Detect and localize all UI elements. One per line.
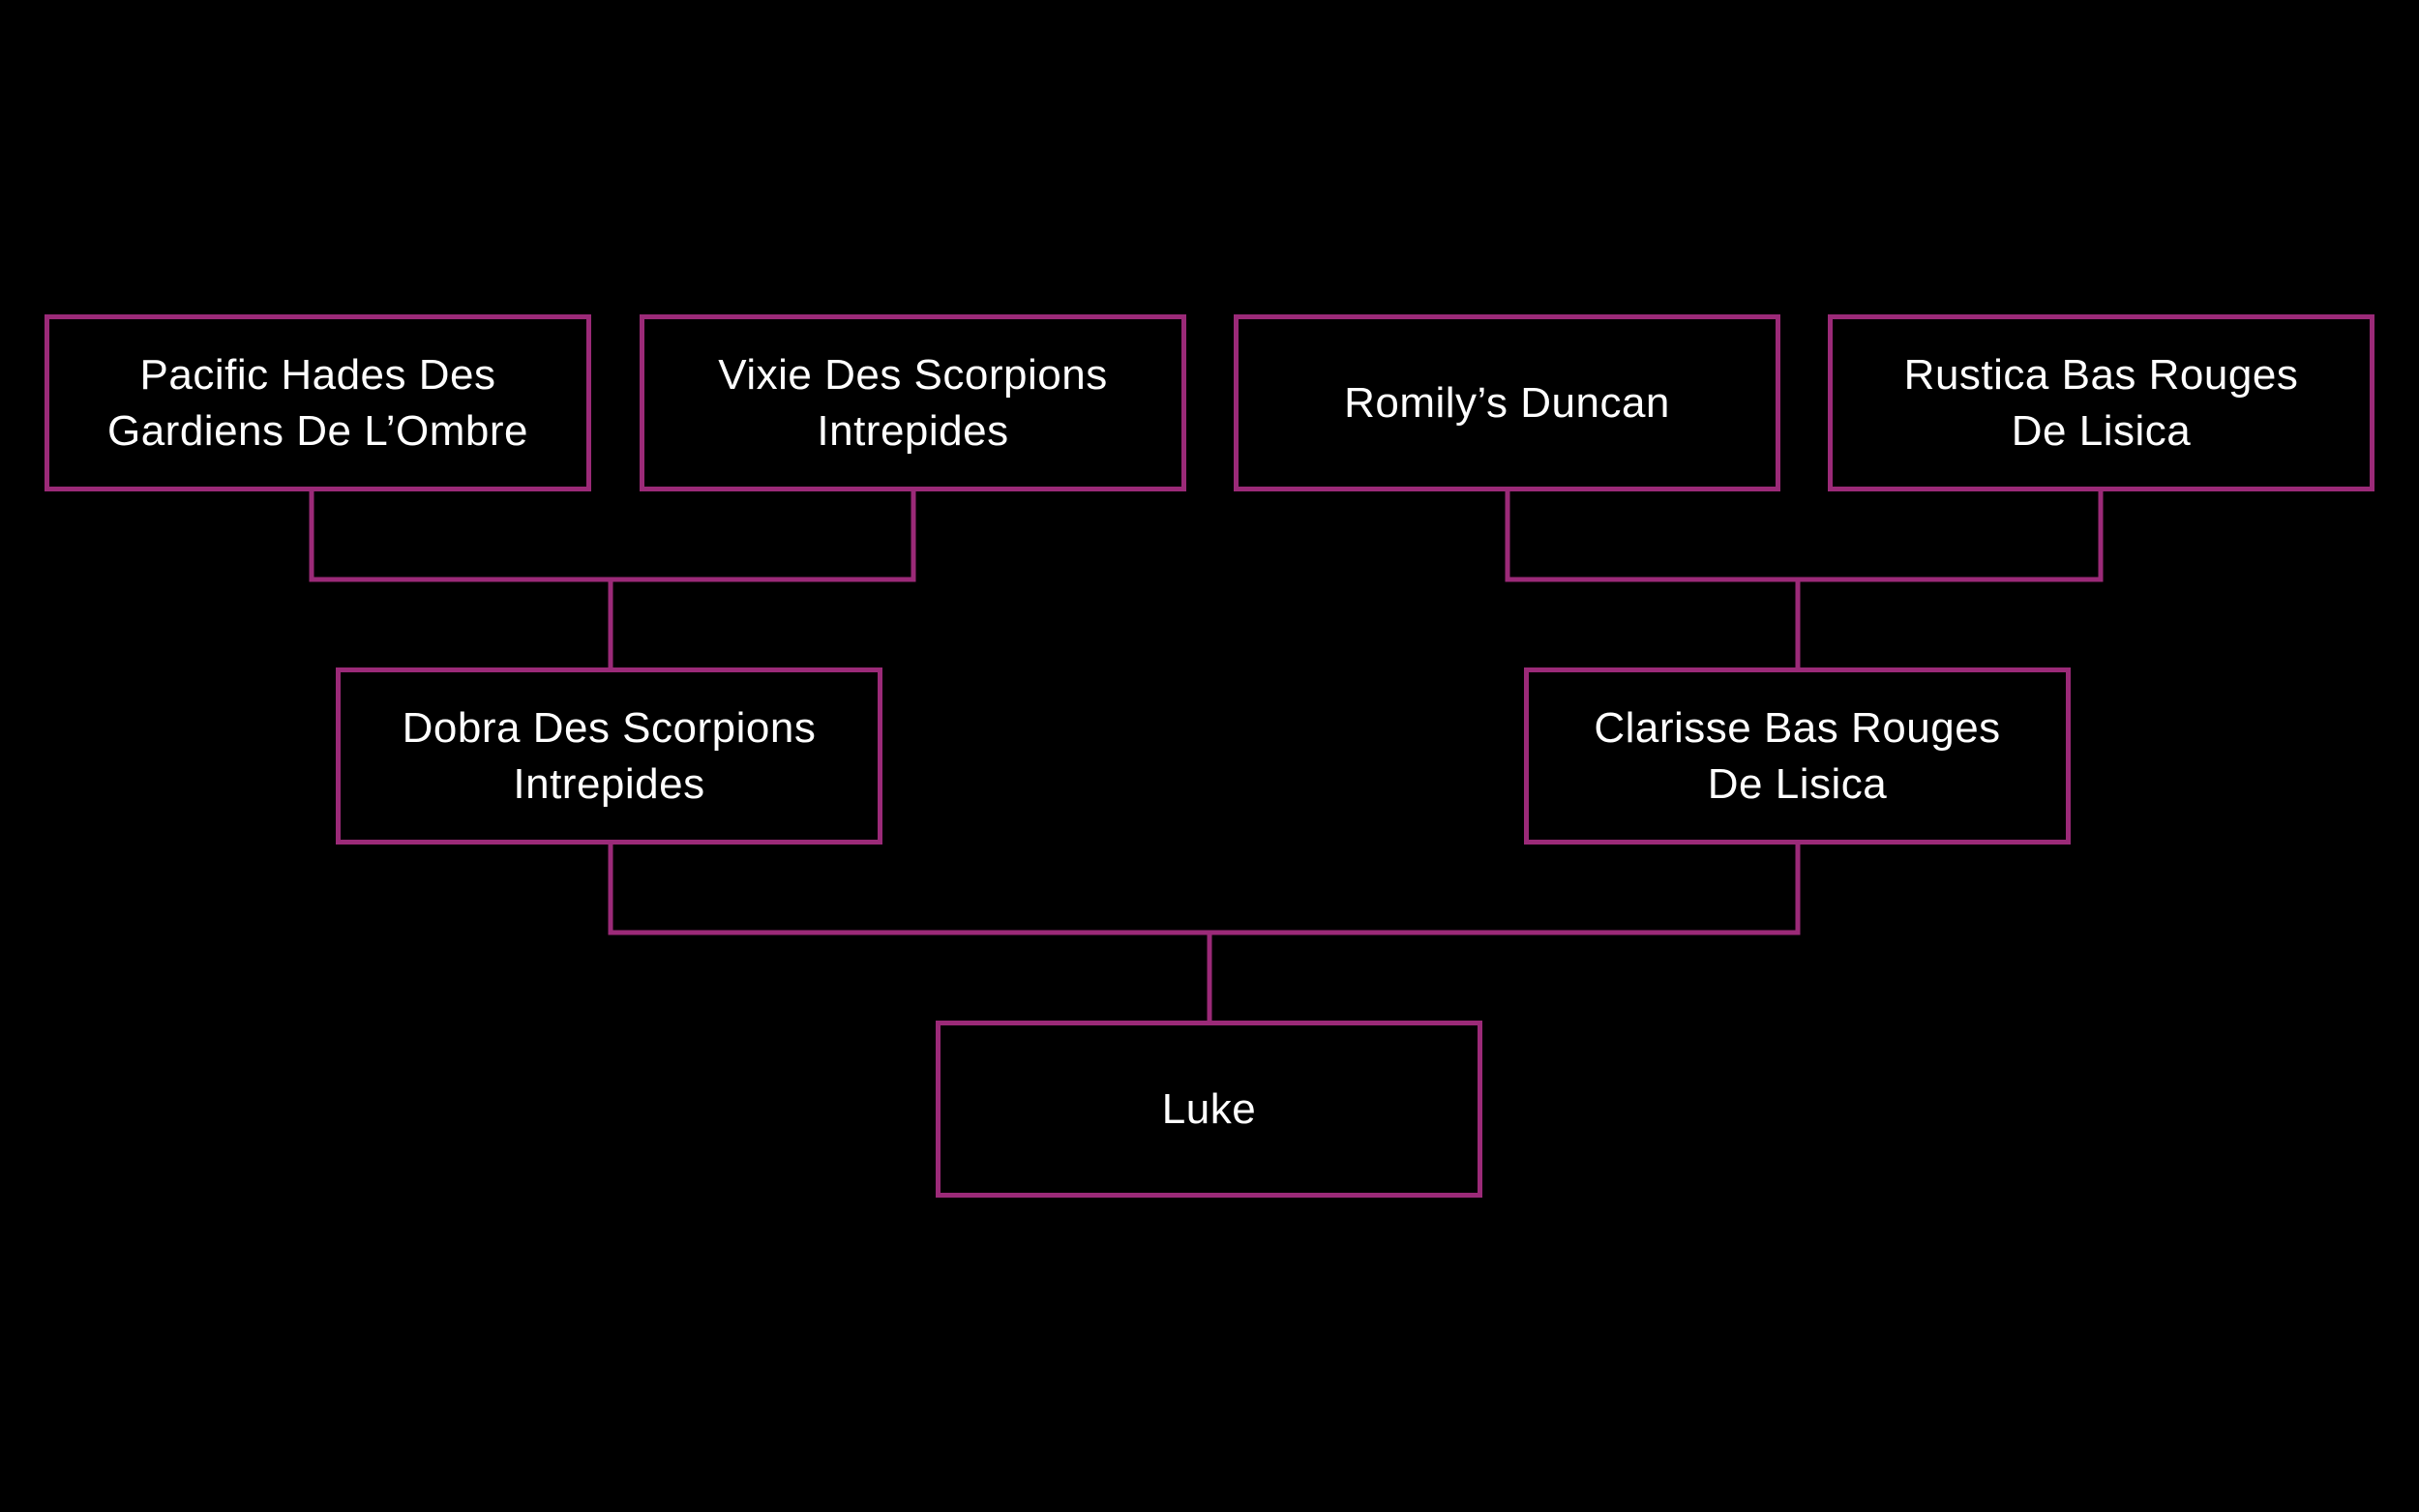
pedigree-box-paternal-granddam: Vixie Des Scorpions Intrepides [640,314,1186,491]
pedigree-box-maternal-grandsire: Romily’s Duncan [1234,314,1780,491]
pedigree-box-paternal-grandsire: Pacific Hades Des Gardiens De L’Ombre [45,314,591,491]
pedigree-name: Pacific Hades Des Gardiens De L’Ombre [106,350,529,455]
pedigree-name: Clarisse Bas Rouges De Lisica [1594,703,2001,808]
pedigree-box-parent-right: Clarisse Bas Rouges De Lisica [1524,667,2071,845]
pedigree-name: Dobra Des Scorpions Intrepides [402,703,817,808]
pedigree-name: Rustica Bas Rouges De Lisica [1903,350,2299,455]
pedigree-name: Vixie Des Scorpions Intrepides [718,350,1108,455]
pedigree-name: Luke [1161,1084,1257,1133]
pedigree-box-parent-left: Dobra Des Scorpions Intrepides [336,667,882,845]
pedigree-box-maternal-granddam: Rustica Bas Rouges De Lisica [1828,314,2374,491]
pedigree-name: Romily’s Duncan [1344,378,1670,427]
pedigree-box-subject: Luke [936,1021,1482,1198]
